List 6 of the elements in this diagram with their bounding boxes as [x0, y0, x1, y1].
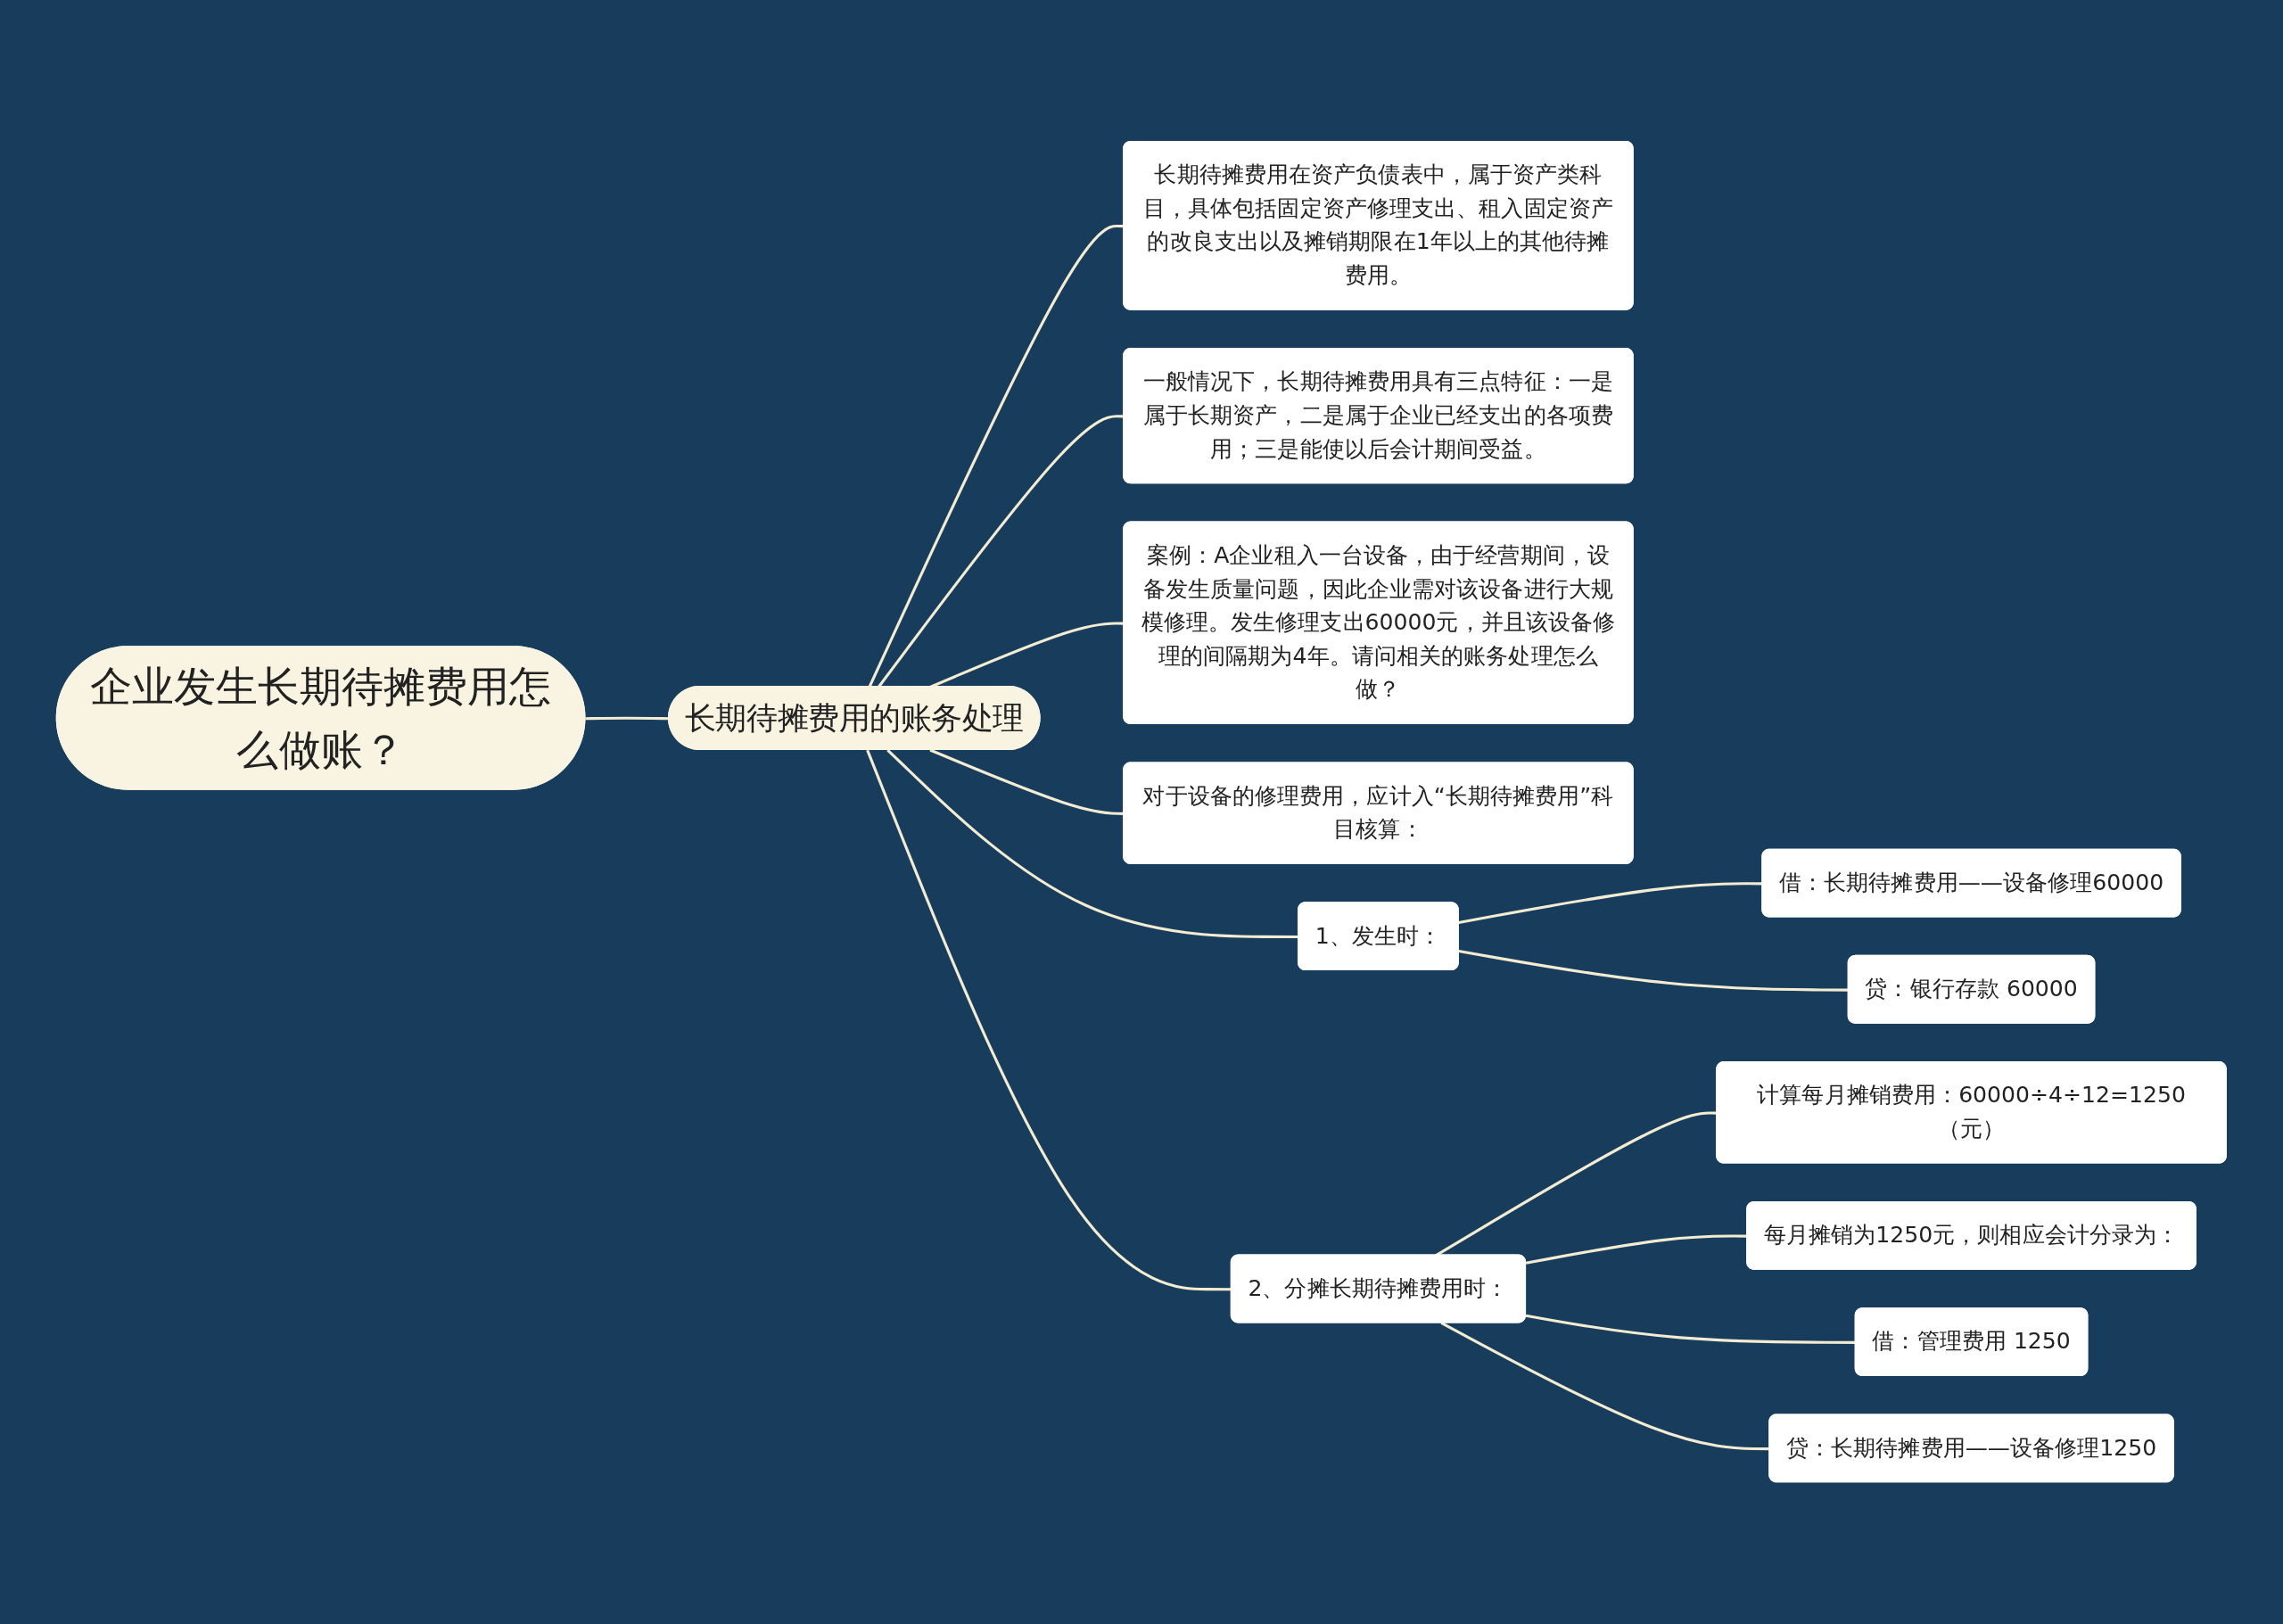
connector	[878, 415, 1125, 688]
connector	[1526, 1234, 1748, 1265]
connector	[585, 717, 670, 721]
connector	[886, 749, 1299, 939]
connector	[929, 749, 1125, 816]
connector	[868, 225, 1125, 688]
